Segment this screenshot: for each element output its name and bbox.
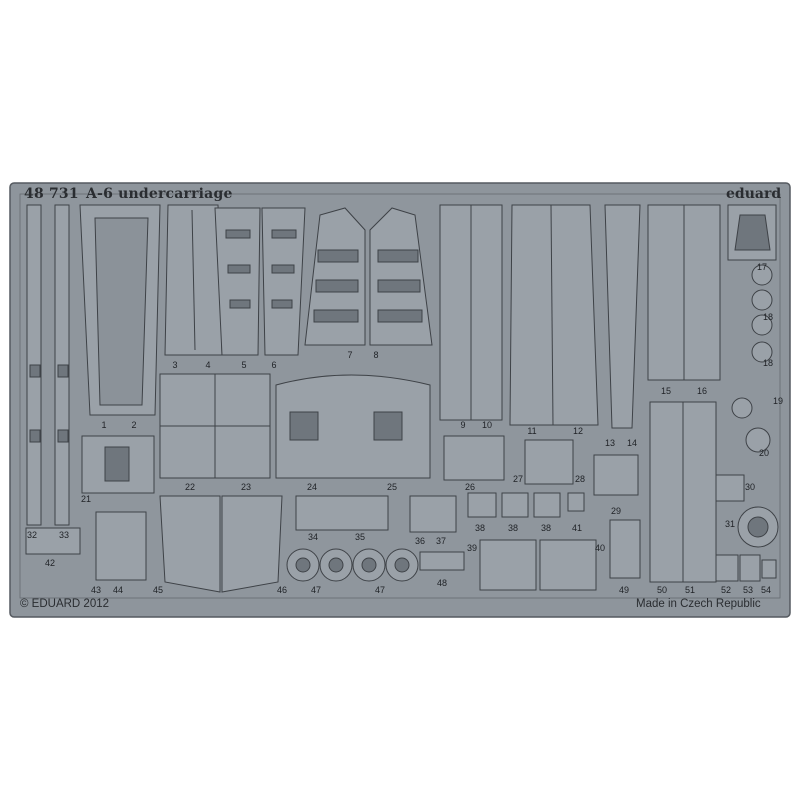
part-30-31 bbox=[715, 474, 779, 548]
part-number-50: 50 bbox=[657, 585, 667, 595]
part-number-12: 12 bbox=[573, 426, 583, 436]
sheet-title: A-6 undercarriage bbox=[86, 186, 233, 202]
part-48 bbox=[419, 551, 465, 571]
part-number-23: 23 bbox=[241, 482, 251, 492]
part-number-2: 2 bbox=[131, 420, 136, 430]
part-number-19: 19 bbox=[773, 396, 783, 406]
part-36-37 bbox=[409, 495, 457, 533]
part-number-8: 8 bbox=[373, 350, 378, 360]
part-17-frame bbox=[727, 204, 777, 261]
part-13-14-strip bbox=[604, 204, 641, 429]
part-39-40 bbox=[479, 539, 597, 591]
part-number-41: 41 bbox=[572, 523, 582, 533]
part-number-40: 40 bbox=[595, 543, 605, 553]
part-47-rings bbox=[286, 548, 419, 582]
part-number-11: 11 bbox=[527, 426, 536, 436]
part-number-37: 37 bbox=[436, 536, 446, 546]
part-19-20-brackets bbox=[731, 397, 771, 453]
part-number-10: 10 bbox=[482, 420, 492, 430]
part-15-16-strip bbox=[647, 204, 721, 381]
part-1-2-door bbox=[79, 204, 161, 416]
part-number-25: 25 bbox=[387, 482, 397, 492]
part-number-31: 31 bbox=[725, 519, 735, 529]
part-number-32: 32 bbox=[27, 530, 37, 540]
part-38-group bbox=[467, 492, 585, 518]
part-number-51: 51 bbox=[685, 585, 695, 595]
part-number-18: 18 bbox=[763, 358, 773, 368]
sheet-code: 48 731 bbox=[24, 186, 79, 202]
part-52-54 bbox=[715, 554, 777, 582]
part-number-44: 44 bbox=[113, 585, 123, 595]
part-26-28-small bbox=[443, 435, 574, 485]
part-number-34: 34 bbox=[308, 532, 318, 542]
part-49 bbox=[609, 519, 641, 579]
part-number-16: 16 bbox=[697, 386, 707, 396]
part-number-54: 54 bbox=[761, 585, 771, 595]
part-number-29: 29 bbox=[611, 506, 621, 516]
part-34-35-plates bbox=[295, 495, 389, 531]
part-number-4: 4 bbox=[205, 360, 210, 370]
part-24-25-panel bbox=[275, 374, 431, 479]
part-50-51-strips bbox=[649, 401, 717, 583]
part-number-28: 28 bbox=[575, 474, 585, 484]
part-number-27: 27 bbox=[513, 474, 523, 484]
part-number-18: 18 bbox=[763, 312, 773, 322]
part-number-36: 36 bbox=[415, 536, 425, 546]
origin-text: Made in Czech Republic bbox=[636, 598, 761, 610]
part-21-plate bbox=[81, 435, 155, 494]
copyright-text: © EDUARD 2012 bbox=[20, 598, 110, 610]
part-number-20: 20 bbox=[759, 448, 769, 458]
part-number-42: 42 bbox=[45, 558, 55, 568]
part-number-26: 26 bbox=[465, 482, 475, 492]
part-number-6: 6 bbox=[271, 360, 276, 370]
part-number-46: 46 bbox=[277, 585, 287, 595]
part-18-discs bbox=[751, 264, 773, 363]
part-number-33: 33 bbox=[59, 530, 69, 540]
part-number-1: 1 bbox=[101, 420, 106, 430]
part-number-38: 38 bbox=[541, 523, 551, 533]
part-number-47: 47 bbox=[311, 585, 321, 595]
part-11-12-strip bbox=[509, 204, 599, 426]
part-number-45: 45 bbox=[153, 585, 163, 595]
part-number-39: 39 bbox=[467, 543, 477, 553]
part-number-22: 22 bbox=[185, 482, 195, 492]
part-number-48: 48 bbox=[437, 578, 447, 588]
part-number-13: 13 bbox=[605, 438, 615, 448]
part-number-14: 14 bbox=[627, 438, 637, 448]
part-number-35: 35 bbox=[355, 532, 365, 542]
part-number-30: 30 bbox=[745, 482, 755, 492]
part-29-bracket bbox=[593, 454, 639, 496]
part-number-3: 3 bbox=[172, 360, 177, 370]
part-number-21: 21 bbox=[81, 494, 91, 504]
part-22-23-panel bbox=[159, 373, 271, 479]
part-number-47: 47 bbox=[375, 585, 385, 595]
part-number-49: 49 bbox=[619, 585, 629, 595]
part-9-10-strip bbox=[439, 204, 503, 421]
part-45-46-panel bbox=[159, 495, 283, 593]
part-42-44 bbox=[25, 511, 147, 581]
part-number-5: 5 bbox=[241, 360, 246, 370]
part-3-4-panel bbox=[164, 204, 223, 356]
part-number-17: 17 bbox=[757, 262, 767, 272]
part-number-53: 53 bbox=[743, 585, 753, 595]
brand-logo: eduard bbox=[726, 186, 782, 202]
part-32-33-strips bbox=[26, 204, 70, 526]
part-number-38: 38 bbox=[508, 523, 518, 533]
part-number-24: 24 bbox=[307, 482, 317, 492]
part-number-52: 52 bbox=[721, 585, 731, 595]
part-number-9: 9 bbox=[460, 420, 465, 430]
part-number-43: 43 bbox=[91, 585, 101, 595]
part-7-8-triangular-doors bbox=[304, 207, 433, 346]
part-5-6-slotted-panel bbox=[214, 207, 306, 356]
part-number-38: 38 bbox=[475, 523, 485, 533]
part-number-15: 15 bbox=[661, 386, 671, 396]
part-number-7: 7 bbox=[347, 350, 352, 360]
